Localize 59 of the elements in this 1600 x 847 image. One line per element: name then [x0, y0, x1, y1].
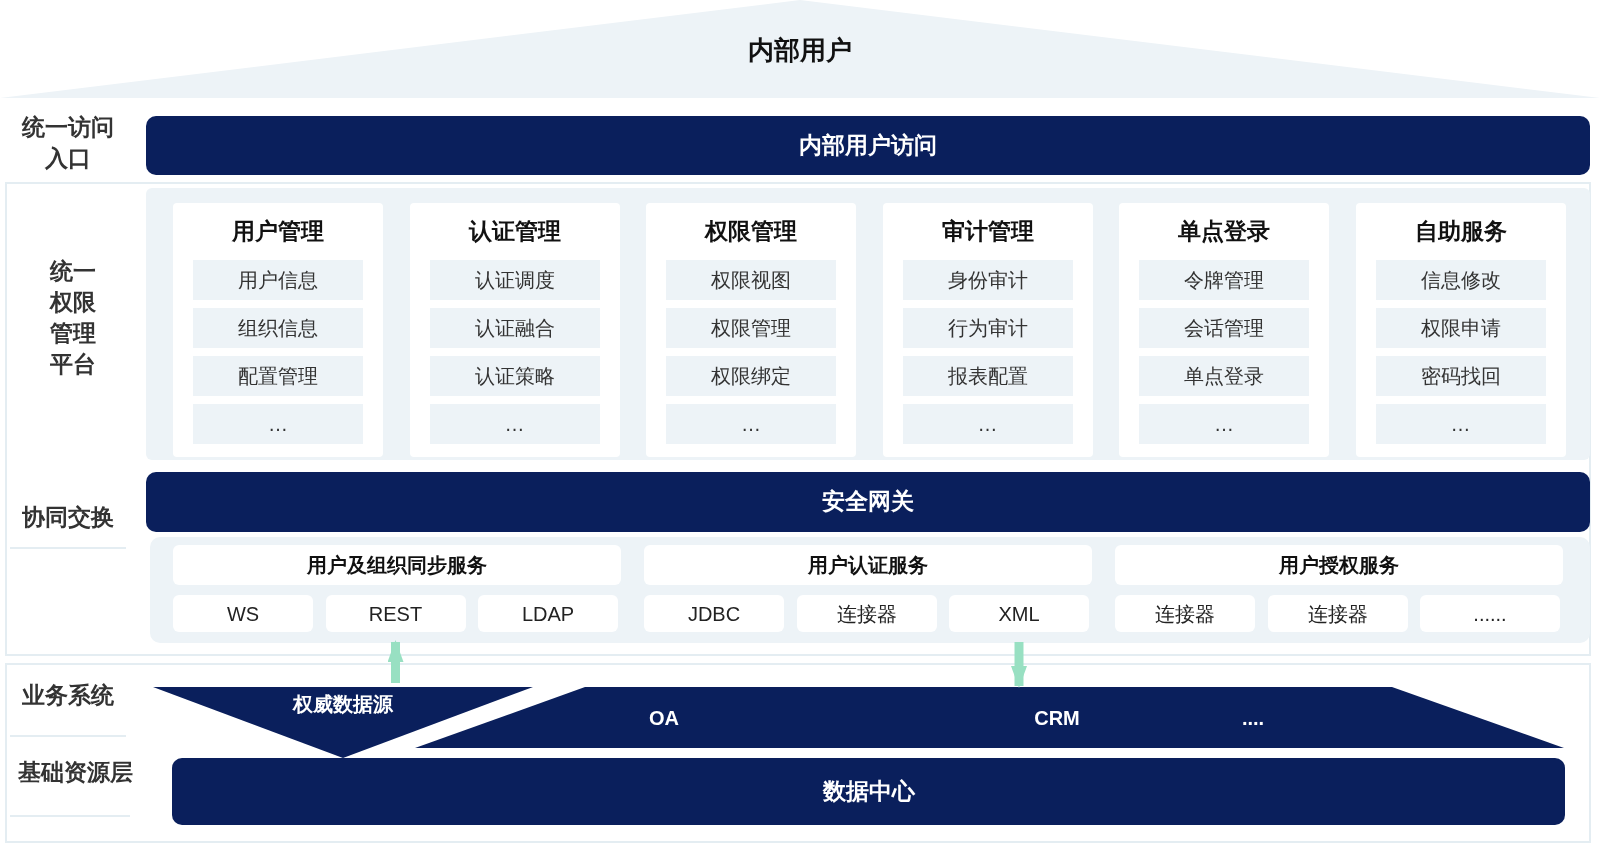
cell-text: 连接器 [835, 601, 898, 627]
cell-text: 连接器 [1154, 601, 1216, 627]
cell-text: LDAP [520, 601, 576, 627]
arrow [387, 640, 404, 683]
module-title: 单点登录 [1177, 217, 1271, 246]
item-text: 行为审计 [946, 316, 1029, 341]
banner-text: 内部用户访问 [798, 130, 938, 160]
banner-bar [146, 472, 1590, 532]
item-text: 组织信息 [237, 316, 319, 341]
item-text: 身份审计 [946, 268, 1029, 293]
item-text: 令牌管理 [1183, 268, 1265, 293]
item-text: 用户信息 [237, 268, 319, 293]
item-text: 报表配置 [946, 364, 1029, 389]
item-text: … [267, 412, 289, 437]
system-name: OA [648, 705, 680, 731]
item-text: 配置管理 [237, 364, 319, 389]
item-text: 认证策略 [473, 364, 556, 389]
source-text: 权威数据源 [291, 692, 394, 717]
layer-label: 基础资源层 [16, 758, 134, 788]
system-name: .... [1240, 705, 1266, 731]
item-text: 信息修改 [1419, 268, 1502, 293]
cell-text: XML [997, 601, 1041, 627]
item-text: … [976, 412, 999, 437]
cell-text: JDBC [686, 601, 742, 627]
service-title: 用户及组织同步服务 [306, 553, 488, 578]
module-title: 自助服务 [1413, 217, 1508, 246]
cell-text: 连接器 [1306, 601, 1369, 627]
item-text: 单点登录 [1183, 364, 1265, 389]
layer-label: 统一访问入口 [20, 112, 115, 173]
item-text: 权限申请 [1419, 316, 1502, 341]
layer-label: 业务系统 [21, 681, 115, 711]
item-text: … [1213, 412, 1235, 437]
module-title: 用户管理 [231, 217, 325, 246]
module-title: 权限管理 [703, 217, 798, 246]
title-text: 内部用户 [747, 34, 853, 67]
layer-label: 协同交换 [21, 503, 115, 533]
cell-text: ...... [1472, 601, 1508, 627]
arrow [1011, 642, 1027, 688]
item-text: … [1449, 412, 1472, 437]
item-text: 认证融合 [473, 316, 556, 341]
item-text: … [740, 412, 762, 437]
banner-text: 数据中心 [821, 776, 916, 806]
module-title: 审计管理 [940, 217, 1035, 246]
item-text: 权限管理 [710, 316, 792, 341]
item-text: 权限绑定 [710, 364, 792, 389]
layer-label: 统一权限管理平台 [48, 256, 97, 380]
banner-text: 安全网关 [821, 487, 915, 517]
item-text: 密码找回 [1419, 364, 1502, 389]
module-title: 认证管理 [467, 217, 562, 246]
service-title: 用户授权服务 [1278, 553, 1400, 578]
item-text: 会话管理 [1183, 316, 1265, 341]
service-title: 用户认证服务 [807, 553, 929, 578]
item-text: 权限视图 [710, 268, 792, 293]
item-text: … [503, 412, 526, 437]
banner-bar [146, 116, 1590, 175]
cell-text: REST [367, 601, 424, 627]
item-text: 认证调度 [473, 268, 556, 293]
system-name: CRM [1033, 705, 1081, 731]
cell-text: WS [225, 601, 261, 627]
